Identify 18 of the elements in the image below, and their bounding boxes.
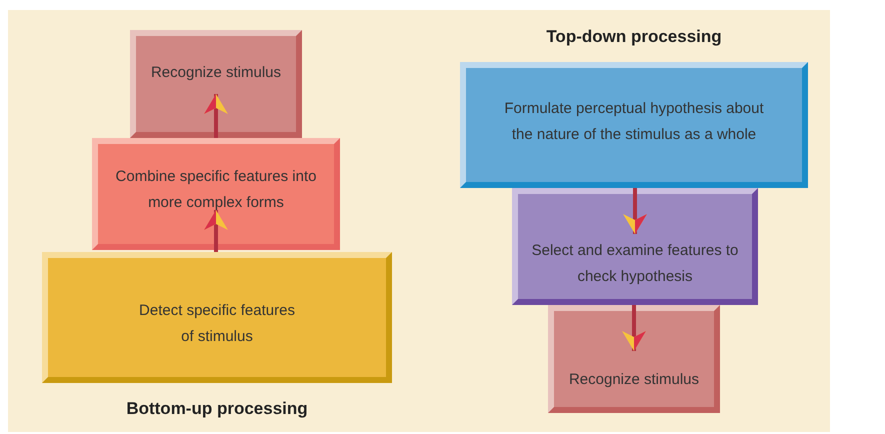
box-text: Combine specific features into more complex forms bbox=[114, 167, 318, 213]
process-box bbox=[548, 305, 720, 413]
process-box bbox=[42, 252, 392, 383]
process-box bbox=[92, 138, 340, 250]
arrow bbox=[204, 94, 228, 138]
box-text: Recognize stimulus bbox=[568, 370, 700, 390]
box-text: Formulate perceptual hypothesis about the nature of the stimulus as a whole bbox=[503, 99, 765, 145]
arrow bbox=[204, 210, 228, 252]
box-text: Detect specific features of stimulus bbox=[138, 301, 296, 347]
box-text: Recognize stimulus bbox=[150, 63, 282, 83]
process-box bbox=[512, 188, 758, 305]
section-heading: Top-down processing bbox=[545, 26, 723, 48]
process-box bbox=[130, 30, 302, 138]
arrow bbox=[623, 188, 647, 234]
process-box bbox=[460, 62, 808, 188]
section-heading: Bottom-up processing bbox=[125, 398, 309, 420]
arrow bbox=[622, 305, 646, 351]
box-text: Select and examine features to check hypothesis bbox=[530, 241, 740, 287]
